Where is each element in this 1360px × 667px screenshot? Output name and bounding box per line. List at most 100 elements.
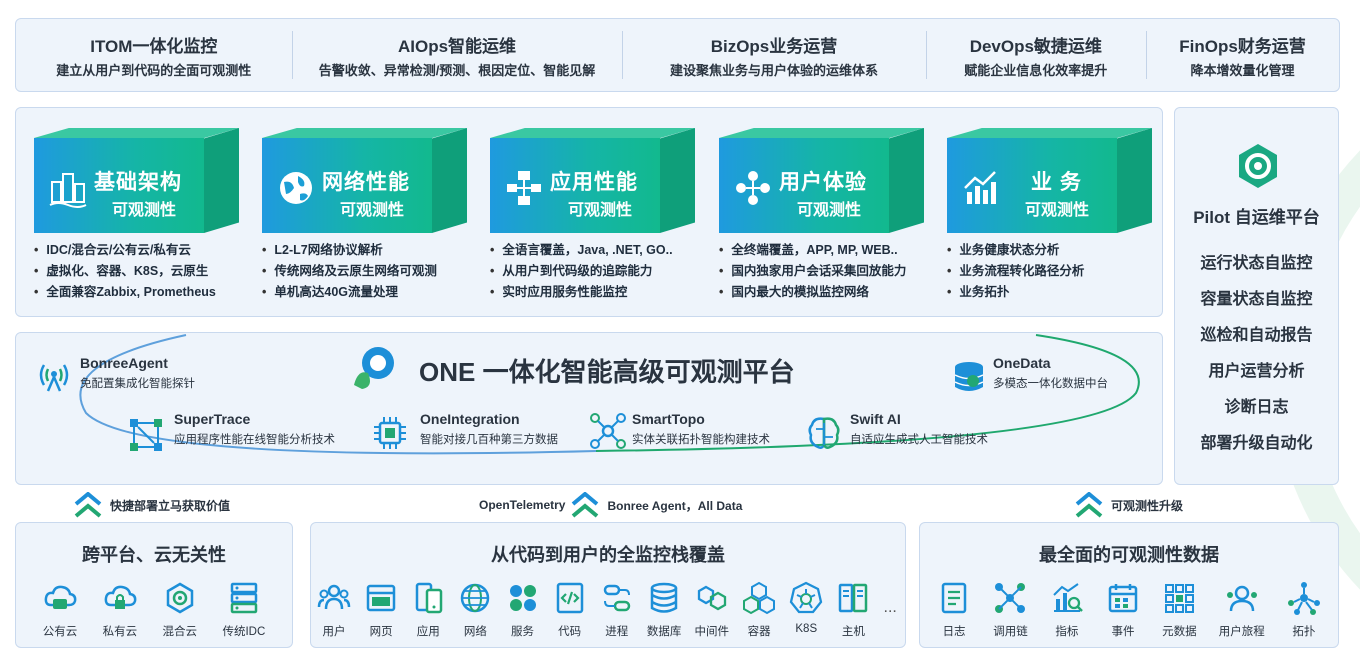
- product-name: OneData: [993, 355, 1051, 371]
- cube-title: 用户体验: [779, 171, 867, 194]
- ops-title: DevOps敏捷运维: [969, 36, 1102, 56]
- ops-subtitle: 告警收敛、异常检测/预测、根因定位、智能见解: [318, 62, 596, 78]
- item-label: 网页: [369, 626, 393, 638]
- list-item: 虚拟化、容器、K8S，云原生: [34, 261, 216, 282]
- list-item: 全终端覆盖，APP, MP, WEB..: [719, 240, 906, 261]
- cube-side-face: [432, 128, 467, 233]
- orbit-ellipse-decoration: [79, 334, 1140, 455]
- item-call-chain: 调用链: [993, 581, 1028, 639]
- cube-side-face: [1117, 128, 1152, 233]
- bar-chart-trend-icon: [964, 171, 996, 204]
- ops-title: ITOM一体化监控: [90, 36, 218, 56]
- users-icon: [317, 584, 351, 610]
- cube-top-face: [719, 128, 924, 138]
- ops-title: AIOps智能运维: [397, 36, 517, 56]
- ops-devops: DevOps敏捷运维 赋能企业信息化效率提升: [925, 19, 1147, 91]
- pilot-title: Pilot 自运维平台: [1193, 208, 1320, 227]
- antenna-icon: [39, 364, 69, 392]
- cube-user-experience: 用户体验 可观测性: [719, 128, 924, 233]
- cube-side-face: [204, 128, 239, 233]
- ops-subtitle: 赋能企业信息化效率提升: [964, 62, 1108, 78]
- list-item: 国内最大的模拟监控网络: [719, 282, 906, 303]
- code-file-icon: [556, 582, 583, 614]
- ops-title: BizOps业务运营: [710, 36, 838, 56]
- cube-front-face: 用户体验 可观测性: [719, 138, 889, 233]
- item-event: 事件: [1106, 581, 1140, 639]
- item-topology: 拓扑: [1287, 581, 1321, 639]
- cube-subtitle: 可观测性: [340, 202, 405, 219]
- product-supertrace: SuperTrace 应用程序性能在线智能分析技术: [128, 411, 335, 451]
- cube-network: 网络性能 可观测性: [262, 128, 467, 233]
- chevron-up-double-icon: [572, 492, 599, 518]
- globe-icon: [461, 583, 490, 613]
- metadata-grid-icon: [1165, 584, 1195, 613]
- item-label: 用户旅程: [1218, 626, 1265, 638]
- user-journey-icon: [1226, 585, 1257, 612]
- list-item: 业务健康状态分析: [947, 240, 1084, 261]
- ops-finops: FinOps财务运营 降本增效量化管理: [1146, 19, 1339, 91]
- kubernetes-wheel-icon: [790, 581, 823, 614]
- host-server-icon: [839, 583, 868, 613]
- item-label: 元数据: [1162, 626, 1197, 638]
- item-label: 数据库: [646, 626, 682, 638]
- call-chain-icon: [995, 583, 1026, 613]
- ops-subtitle: 建立从用户到代码的全面可观测性: [56, 62, 252, 78]
- item-label: K8S: [795, 623, 818, 635]
- list-item: 实时应用服务性能监控: [490, 282, 673, 303]
- list-item: 部署升级自动化: [1200, 435, 1313, 452]
- brain-ai-icon: [808, 417, 840, 449]
- mid-label-text: 可观测性升级: [1111, 498, 1184, 513]
- item-user: 用户: [317, 581, 351, 639]
- cube-title: 业 务: [1031, 171, 1082, 194]
- item-metrics: 指标: [1050, 581, 1084, 639]
- ops-strip: ITOM一体化监控 建立从用户到代码的全面可观测性 AIOps智能运维 告警收敛…: [15, 18, 1340, 92]
- mid-label-upgrade: 可观测性升级: [1075, 492, 1183, 518]
- item-more: ...: [884, 581, 897, 639]
- product-smarttopo: SmartTopo 实体关联拓扑智能构建技术: [590, 411, 770, 449]
- item-network: 网络: [458, 581, 492, 639]
- cube-front-face: 基础架构 可观测性: [34, 138, 204, 233]
- ops-itom: ITOM一体化监控 建立从用户到代码的全面可观测性: [16, 19, 292, 91]
- cube-application: 应用性能 可观测性: [490, 128, 695, 233]
- cube-subtitle: 可观测性: [797, 202, 862, 219]
- chip-icon: [374, 417, 406, 449]
- cross-platform-panel: 跨平台、云无关性 公有云 私有云 混合云 传统IDC: [15, 522, 293, 648]
- item-hybrid-cloud: 混合云: [162, 581, 198, 639]
- item-label: 进程: [605, 626, 629, 638]
- product-name: SmartTopo: [632, 411, 705, 427]
- application-bullets: 全语言覆盖，Java, .NET, GO.. 从用户到代码级的追踪能力 实时应用…: [490, 240, 673, 303]
- item-label: 用户: [322, 626, 346, 638]
- list-item: 诊断日志: [1224, 399, 1289, 416]
- public-cloud-icon: [44, 585, 77, 609]
- cube-top-face: [490, 128, 695, 138]
- database-icon: [954, 362, 984, 391]
- list-item: 用户运营分析: [1208, 363, 1305, 380]
- item-label: 代码: [558, 626, 582, 638]
- product-name: BonreeAgent: [80, 355, 168, 371]
- item-label: 容器: [747, 626, 771, 638]
- product-name: OneIntegration: [420, 411, 520, 427]
- item-service: 服务: [506, 581, 540, 639]
- cube-infrastructure: 基础架构 可观测性: [34, 128, 239, 233]
- users-network-icon: [736, 171, 770, 205]
- list-item: L2-L7网络协议解析: [262, 240, 437, 261]
- server-rack-icon: [230, 582, 258, 614]
- topology-icon: [590, 413, 626, 449]
- container-cubes-icon: [743, 581, 776, 615]
- ops-subtitle: 建设聚焦业务与用户体验的运维体系: [669, 62, 878, 78]
- item-metadata: 元数据: [1162, 581, 1197, 639]
- panel-title: 最全面的可观测性数据: [1039, 545, 1219, 565]
- mid-label-text: OpenTelemetry: [479, 498, 566, 512]
- item-label: 指标: [1055, 626, 1079, 638]
- log-document-icon: [941, 582, 967, 614]
- item-user-journey: 用户旅程: [1219, 581, 1265, 639]
- one-platform-panel: ONE 一体化智能高级可观测平台 BonreeAgent 免配置集成化智能探针 …: [15, 332, 1163, 485]
- chevron-up-double-icon: [1075, 492, 1103, 518]
- ops-aiops: AIOps智能运维 告警收敛、异常检测/预测、根因定位、智能见解: [291, 19, 623, 91]
- item-label: 混合云: [162, 626, 198, 638]
- product-description: 智能对接几百种第三方数据: [420, 434, 558, 446]
- cube-front-face: 网络性能 可观测性: [262, 138, 432, 233]
- service-cluster-icon: [509, 585, 536, 611]
- item-log: 日志: [937, 581, 971, 639]
- cube-subtitle: 可观测性: [112, 202, 177, 219]
